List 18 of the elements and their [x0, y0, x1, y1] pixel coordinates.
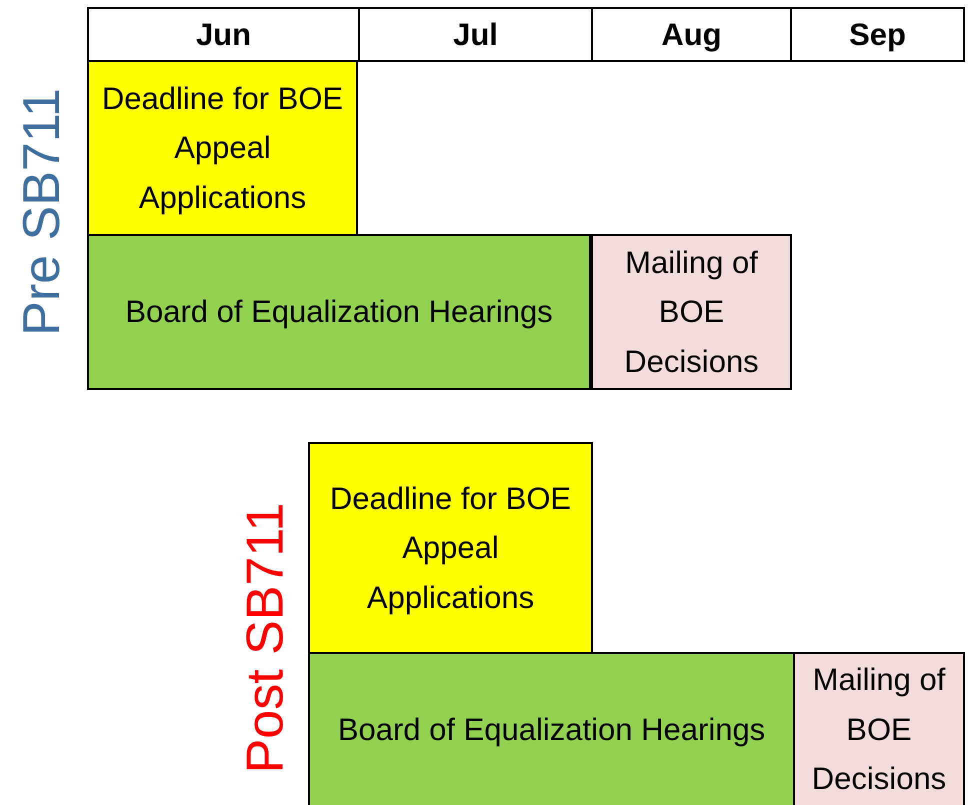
mailing-box: [591, 234, 792, 390]
period-label: Pre SB711: [12, 88, 72, 336]
box-label: Mailing of BOE Decisions: [623, 244, 760, 381]
deadline-box: [87, 60, 358, 236]
period-label: Post SB711: [234, 502, 295, 774]
month-header: Aug: [661, 16, 722, 52]
box-label: Deadline for BOE Appeal Applications: [100, 80, 344, 217]
deadline-box: [308, 442, 593, 654]
box-label: Mailing of BOE Decisions: [810, 661, 948, 798]
hearings-box: [87, 234, 591, 390]
box-label: Board of Equalization Hearings: [338, 710, 766, 749]
hearings-box: [308, 652, 795, 805]
month-header: Jul: [453, 16, 498, 52]
box-label: Deadline for BOE Appeal Applications: [328, 480, 572, 617]
month-header: Sep: [849, 16, 906, 52]
month-header: Jun: [196, 16, 252, 52]
box-label: Board of Equalization Hearings: [125, 293, 553, 332]
mailing-box: [793, 652, 965, 805]
